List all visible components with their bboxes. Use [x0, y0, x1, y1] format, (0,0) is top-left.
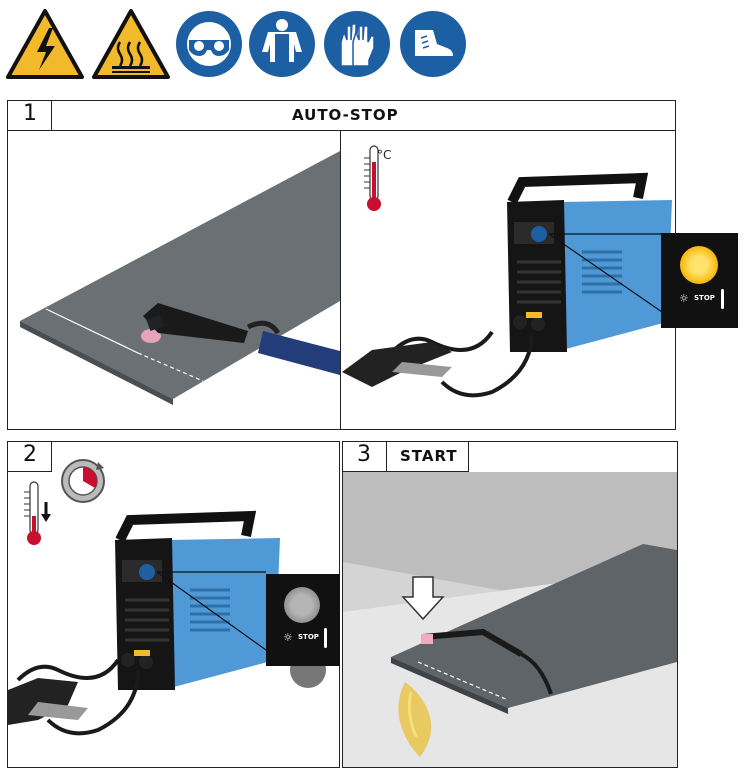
step2-number-box: [7, 441, 52, 472]
degree-label: °C: [377, 148, 392, 162]
step1-number: 1: [23, 101, 37, 126]
overheat-led-off: [284, 587, 320, 623]
step3-title: START: [400, 447, 458, 465]
step1-number-box: [7, 100, 52, 131]
boots-icon: [400, 11, 466, 77]
sun-icon-2: ☼: [283, 631, 293, 644]
stop-label: STOP: [694, 294, 715, 302]
cutting-sheet-illustration: [20, 151, 340, 405]
indicator-panel-on: ☼ STOP: [661, 233, 738, 328]
step1-divider: [340, 130, 342, 430]
mini-thermometer-icon-2: [324, 628, 327, 648]
plasma-cutter-machine-cooling: [8, 510, 326, 736]
cooling-thermometer-icon: [24, 481, 51, 545]
step3-header: [386, 441, 469, 472]
waiting-timer-icon: [61, 459, 105, 503]
overheat-led-on: [680, 246, 718, 284]
stop-label-2: STOP: [298, 633, 319, 641]
step3-number: 3: [357, 442, 371, 467]
eye-protection-icon: [176, 11, 242, 77]
step1-header: [51, 100, 676, 131]
mini-thermometer-icon: [721, 289, 724, 309]
step2-number: 2: [23, 442, 37, 467]
gloves-icon: [324, 11, 390, 77]
sun-icon: ☼: [679, 292, 689, 305]
restart-cutting-illustration: [343, 472, 677, 767]
thermometer-icon: [364, 145, 381, 211]
step1-title: AUTO-STOP: [292, 106, 399, 124]
indicator-panel-off: ☼ STOP: [266, 574, 340, 666]
hot-surface-icon: [92, 9, 170, 79]
electric-hazard-icon: [6, 9, 84, 79]
plasma-cutter-machine: [342, 172, 672, 398]
apron-icon: [249, 11, 315, 77]
